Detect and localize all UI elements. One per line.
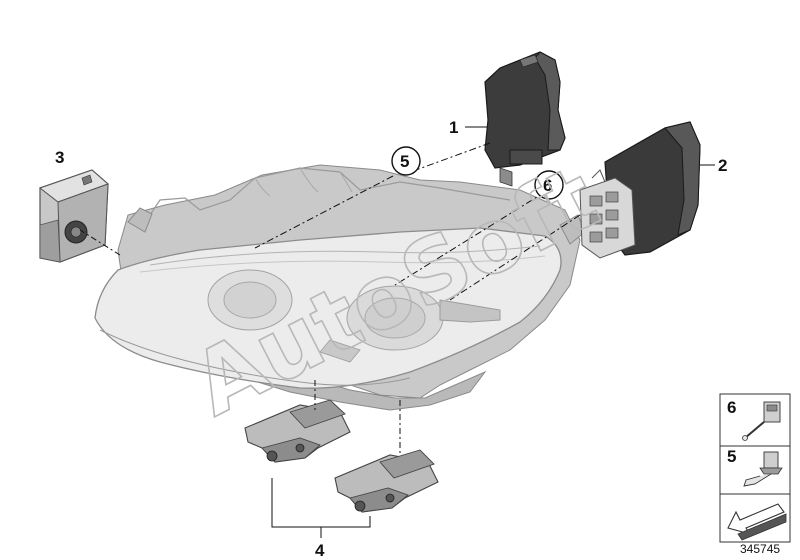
legend-row-halogen-bulb[interactable]: 5 — [727, 447, 783, 487]
legend-label-6: 6 — [727, 398, 736, 417]
document-number: 345745 — [740, 542, 780, 556]
callout-3: 3 — [55, 148, 64, 167]
control-unit-part-2[interactable] — [579, 121, 701, 259]
bracket-part-4a[interactable] — [244, 399, 351, 463]
control-unit-part-1[interactable] — [484, 51, 566, 187]
direction-arrow-icon — [727, 503, 787, 541]
callout-circle-5[interactable]: 5 — [391, 146, 421, 176]
legend-row-arrow[interactable] — [727, 503, 787, 541]
halogen-bulb-icon — [743, 451, 783, 487]
callout-5: 5 — [400, 152, 409, 171]
callout-1: 1 — [449, 118, 458, 137]
legend-panel: 6 5 — [719, 393, 791, 543]
callout-6: 6 — [543, 176, 552, 195]
headlight-housing[interactable] — [94, 164, 586, 411]
bracket-part-4b[interactable] — [334, 449, 439, 513]
legend-label-5: 5 — [727, 447, 736, 466]
callout-circle-6[interactable]: 6 — [534, 170, 564, 200]
legend-row-xenon-bulb[interactable]: 6 — [727, 398, 781, 441]
callout-2: 2 — [718, 156, 727, 175]
ignition-module-part-3[interactable] — [38, 169, 109, 263]
leader-lines — [79, 126, 715, 538]
xenon-bulb-icon — [742, 401, 781, 441]
callout-4: 4 — [315, 541, 325, 560]
